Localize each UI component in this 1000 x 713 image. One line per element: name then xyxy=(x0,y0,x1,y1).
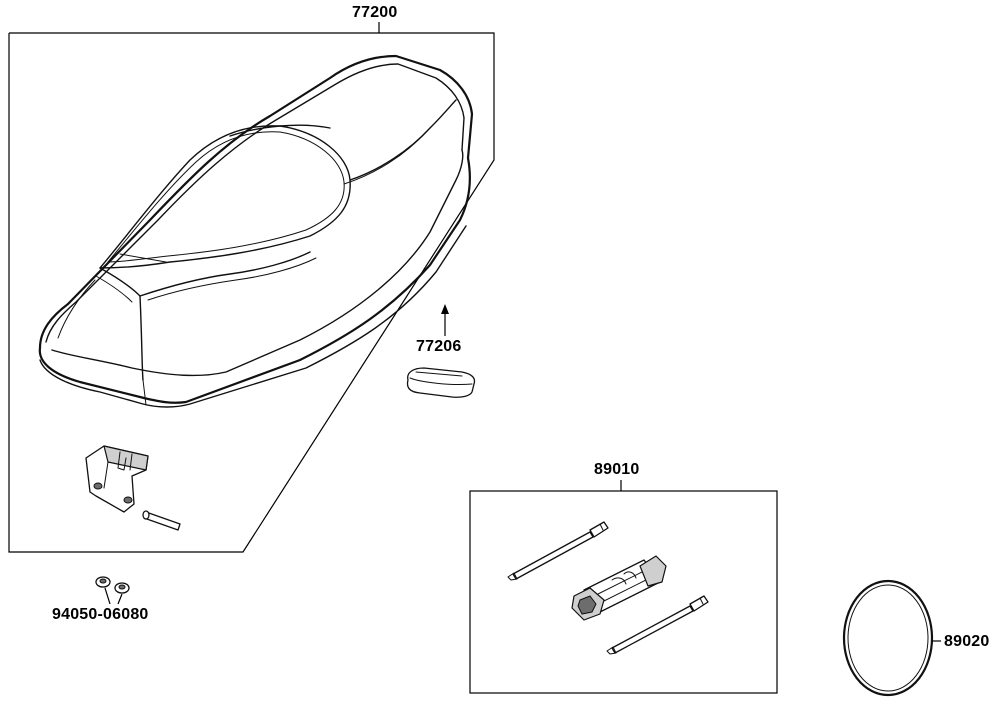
tool-kit-drawing[interactable] xyxy=(507,521,709,655)
seat-drawing[interactable] xyxy=(38,54,474,408)
part-number-89020[interactable]: 89020 xyxy=(944,633,990,650)
part-number-77206[interactable]: 77206 xyxy=(416,338,462,355)
part-number-89010[interactable]: 89010 xyxy=(594,461,640,478)
seat-assembly-frame xyxy=(8,22,495,553)
part-number-77200[interactable]: 77200 xyxy=(352,4,398,21)
part-number-94050-06080[interactable]: 94050-06080 xyxy=(52,606,149,623)
seat-hinge-drawing[interactable] xyxy=(85,445,181,531)
nut-drawing[interactable] xyxy=(95,576,130,605)
o-ring-band-drawing[interactable] xyxy=(842,579,941,697)
tool-kit-frame xyxy=(469,480,778,694)
seat-buffer-drawing[interactable] xyxy=(406,304,476,398)
